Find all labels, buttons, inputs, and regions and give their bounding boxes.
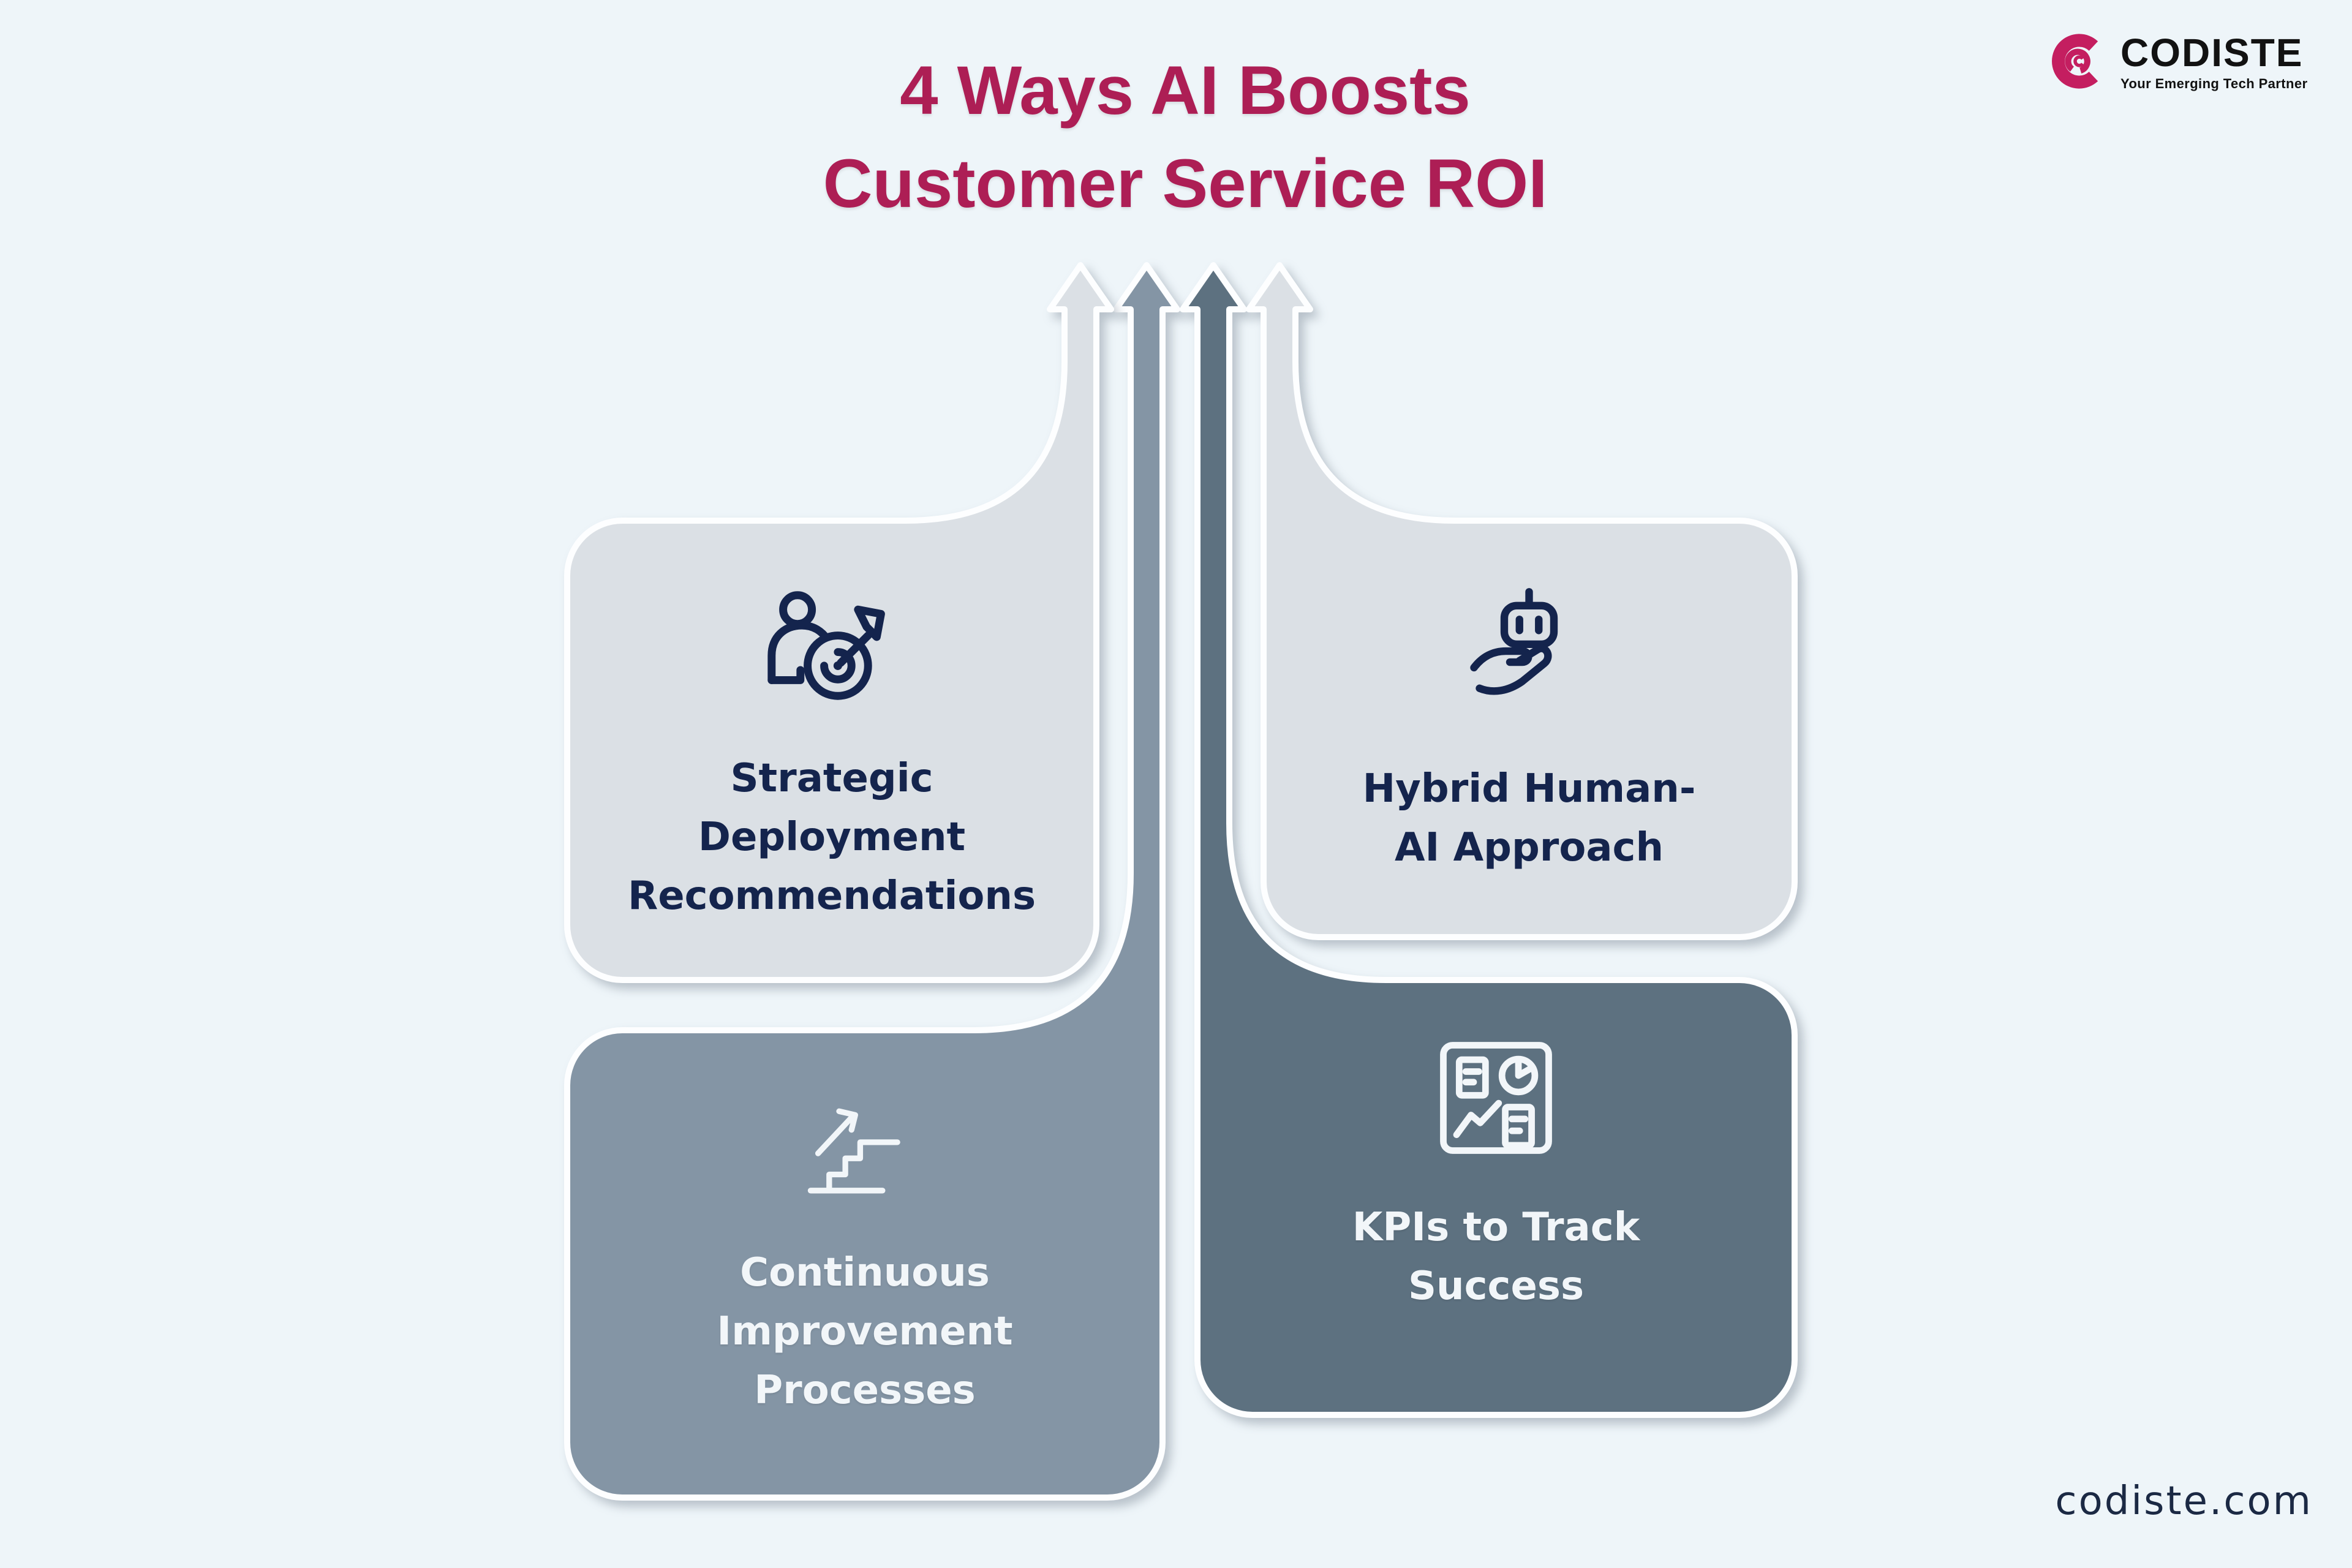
card-label-line: Success — [1408, 1264, 1585, 1309]
logo-wordmark: CODISTE — [2120, 31, 2304, 75]
card-label: Hybrid Human- AI Approach — [1264, 760, 1795, 877]
footer-url: codiste.com — [2055, 1479, 2313, 1524]
hand-robot-icon — [1470, 588, 1558, 695]
card-hybrid-content: Hybrid Human- AI Approach — [1264, 585, 1795, 877]
person-target-icon — [767, 591, 885, 700]
card-continuous-content: Continuous Improvement Processes — [567, 1096, 1163, 1420]
card-hybrid-shape — [1246, 262, 1798, 940]
codiste-logo: CODISTE Your Emerging Tech Partner — [2051, 33, 2307, 92]
card-label-line: Improvement — [717, 1309, 1013, 1354]
card-label-line: Hybrid Human- — [1362, 766, 1696, 812]
card-label-line: Strategic — [730, 756, 933, 801]
page-title: 4 Ways AI Boosts Customer Service ROI — [634, 44, 1736, 231]
card-label: Continuous Improvement Processes — [567, 1243, 1163, 1420]
card-strategic-shape — [564, 262, 1114, 983]
card-strategic-content: Strategic Deployment Recommendations — [567, 588, 1096, 925]
card-label-line: Recommendations — [627, 873, 1036, 919]
card-kpis-content: KPIs to Track Success — [1197, 1032, 1795, 1316]
kpi-dashboard-icon — [1440, 1042, 1552, 1154]
stairs-growth-icon — [807, 1108, 900, 1194]
card-label-line: Deployment — [698, 815, 966, 860]
logo-tagline: Your Emerging Tech Partner — [2120, 76, 2308, 91]
card-kpis-shape — [1180, 262, 1798, 1418]
codiste-c-icon — [2052, 34, 2098, 89]
card-label-line: KPIs to Track — [1352, 1205, 1640, 1250]
card-label-line: AI Approach — [1395, 825, 1664, 870]
logo-text-block: CODISTE Your Emerging Tech Partner — [2120, 33, 2307, 92]
page-title-line2: Customer Service ROI — [823, 145, 1548, 222]
card-label: KPIs to Track Success — [1197, 1198, 1795, 1316]
card-label: Strategic Deployment Recommendations — [567, 749, 1096, 925]
card-label-line: Processes — [754, 1368, 976, 1413]
card-label-line: Continuous — [740, 1250, 990, 1295]
page-title-line1: 4 Ways AI Boosts — [900, 52, 1471, 129]
card-continuous-improvement-shape — [564, 262, 1180, 1501]
